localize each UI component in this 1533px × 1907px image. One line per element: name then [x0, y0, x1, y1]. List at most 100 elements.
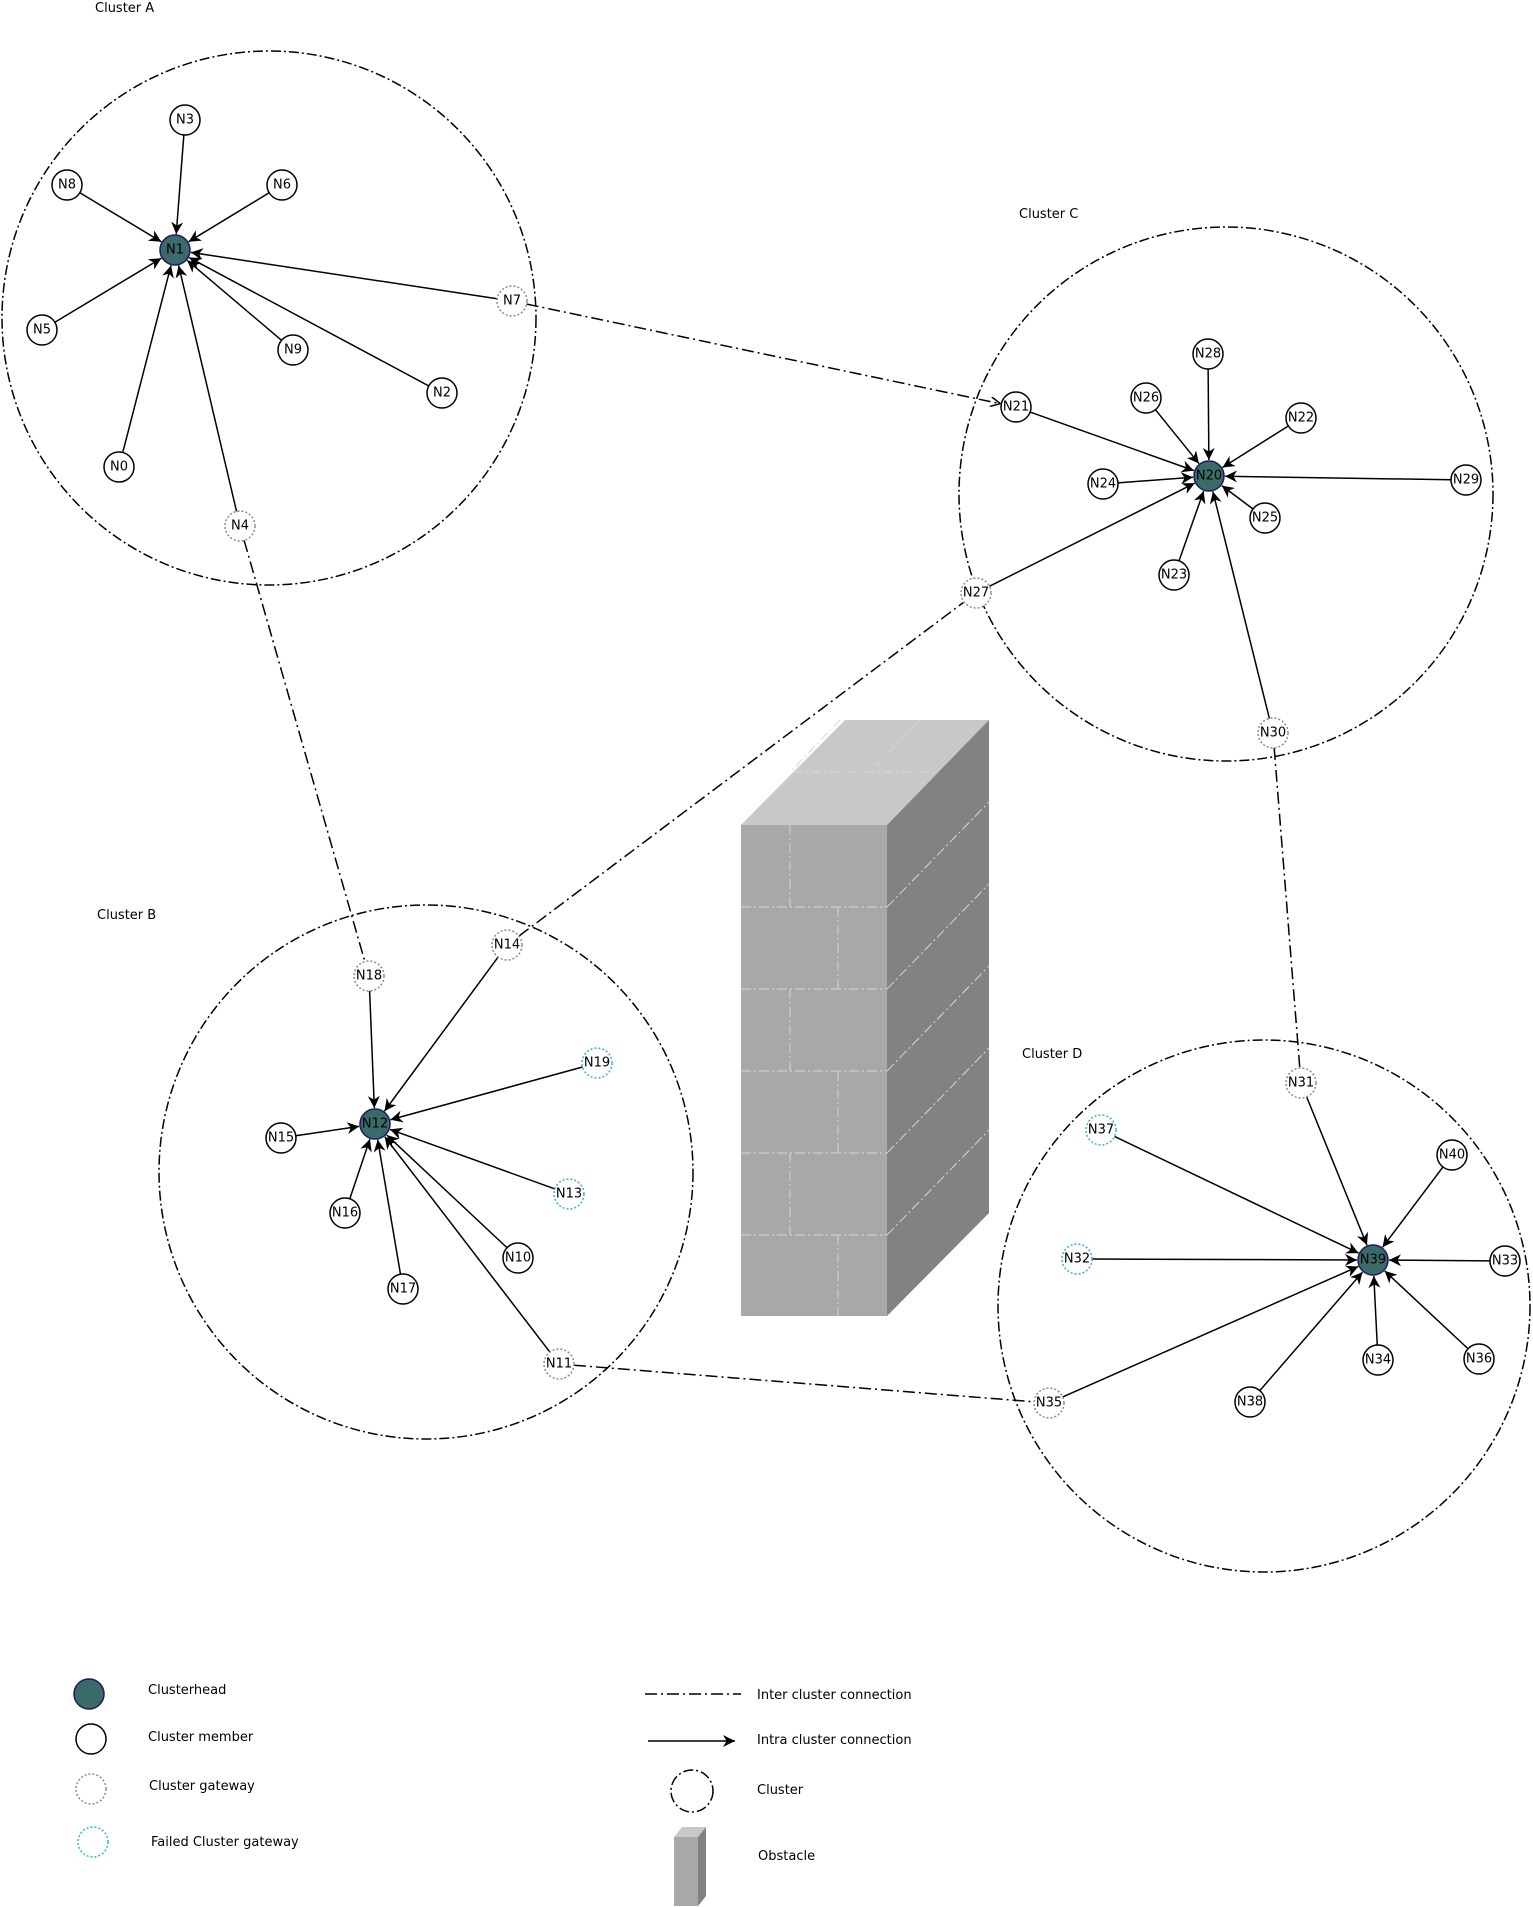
cluster-label-d: Cluster D	[1022, 1047, 1082, 1062]
node-n1: N1	[159, 234, 191, 266]
node-label: N12	[362, 1117, 388, 1132]
node-label: N38	[1237, 1395, 1263, 1410]
intra-edge-n25-n20	[1221, 485, 1254, 510]
node-label: N3	[176, 113, 194, 128]
intra-edge-n7-n1	[190, 248, 498, 300]
node-circle-failed	[581, 1047, 613, 1079]
node-circle-member	[1087, 468, 1119, 500]
node-circle-gateway	[1285, 1067, 1317, 1099]
node-label: N27	[963, 586, 989, 601]
intra-edge-n19-n12	[390, 1066, 583, 1123]
node-n15: N15	[265, 1122, 297, 1154]
node-label: N37	[1088, 1123, 1114, 1138]
intra-edge-n24-n20	[1117, 472, 1194, 485]
node-n32: N32	[1061, 1243, 1093, 1275]
node-n38: N38	[1234, 1386, 1266, 1418]
intra-edge-n38-n39	[1259, 1271, 1364, 1392]
node-n19: N19	[581, 1047, 613, 1079]
node-circle-member	[1000, 391, 1032, 423]
node-label: N11	[546, 1357, 572, 1372]
intra-edge-n10-n12	[386, 1134, 508, 1249]
intra-edge-n33-n39	[1388, 1254, 1491, 1267]
node-label: N34	[1365, 1353, 1391, 1368]
node-circle-member	[1158, 559, 1190, 591]
node-label: N26	[1133, 391, 1159, 406]
node-circle-member	[169, 104, 201, 136]
inter-cluster-connections	[243, 303, 1301, 1403]
node-circle-failed	[1061, 1243, 1093, 1275]
intra-cluster-connections	[54, 134, 1491, 1398]
legend-clusterhead-label: Clusterhead	[148, 1683, 226, 1698]
intra-edge-n23-n20	[1178, 490, 1206, 562]
node-circle-member	[502, 1242, 534, 1274]
intra-edge-n17-n12	[373, 1139, 402, 1275]
node-label: N13	[556, 1187, 582, 1202]
node-n8: N8	[51, 169, 83, 201]
node-circle-member	[1436, 1139, 1468, 1171]
node-n6: N6	[266, 169, 298, 201]
node-label: N8	[58, 178, 76, 193]
node-circle-member	[426, 377, 458, 409]
node-label: N40	[1439, 1148, 1465, 1163]
node-label: N21	[1003, 400, 1029, 415]
intra-edge-n3-n1	[171, 134, 185, 235]
node-n37: N37	[1085, 1114, 1117, 1146]
node-n28: N28	[1192, 338, 1224, 370]
node-n4: N4	[224, 510, 256, 542]
legend-inter-label: Inter cluster connection	[757, 1688, 912, 1703]
node-circle-failed	[553, 1178, 585, 1210]
cluster-label-a: Cluster A	[95, 1, 154, 16]
intra-edge-n22-n20	[1222, 425, 1289, 469]
legend-gateway-label: Cluster gateway	[149, 1779, 255, 1794]
node-circle-member	[387, 1273, 419, 1305]
legend-failed-gateway-label: Failed Cluster gateway	[151, 1835, 299, 1850]
node-n25: N25	[1249, 502, 1281, 534]
node-circle-gateway	[960, 577, 992, 609]
obstacle-brick-lines	[741, 719, 990, 1316]
intra-edge-n15-n12	[295, 1122, 360, 1137]
node-label: N17	[390, 1282, 416, 1297]
intra-edge-n14-n12	[383, 956, 499, 1112]
node-n5: N5	[26, 314, 58, 346]
node-label: N29	[1453, 473, 1479, 488]
node-label: N16	[332, 1206, 358, 1221]
node-n30: N30	[1257, 717, 1289, 749]
intra-edge-n13-n12	[389, 1127, 556, 1190]
node-n29: N29	[1450, 464, 1482, 496]
node-label: N30	[1260, 726, 1286, 741]
node-label: N2	[433, 386, 451, 401]
node-circle-gateway	[543, 1348, 575, 1380]
inter-edge-n30-n31	[1273, 747, 1301, 1068]
node-circle-gateway	[1257, 717, 1289, 749]
intra-edge-n4-n1	[175, 265, 238, 512]
intra-edge-n36-n39	[1384, 1270, 1469, 1350]
node-circle-gateway	[1033, 1387, 1065, 1419]
node-n3: N3	[169, 104, 201, 136]
intra-edge-n34-n39	[1368, 1275, 1381, 1346]
node-n7: N7	[496, 285, 528, 317]
node-n26: N26	[1130, 382, 1162, 414]
node-circle-member	[266, 169, 298, 201]
cluster-label-b: Cluster B	[97, 908, 156, 923]
intra-edge-n16-n12	[349, 1138, 372, 1200]
node-label: N25	[1252, 511, 1278, 526]
node-circle-member	[1450, 464, 1482, 496]
intra-edge-n2-n1	[188, 256, 430, 387]
intra-edge-n30-n20	[1209, 491, 1271, 719]
node-circle-member	[26, 314, 58, 346]
node-circle-gateway	[491, 929, 523, 961]
intra-edge-n35-n39	[1062, 1265, 1359, 1398]
node-circle-member	[51, 169, 83, 201]
cluster-boundary-c	[958, 226, 1494, 762]
node-n22: N22	[1285, 402, 1317, 434]
intra-edge-n40-n39	[1382, 1166, 1444, 1248]
inter-edge-n4-n18	[243, 540, 366, 961]
node-n21: N21	[1000, 391, 1032, 423]
intra-edge-n31-n39	[1305, 1096, 1369, 1246]
node-label: N23	[1161, 568, 1187, 583]
node-n35: N35	[1033, 1387, 1065, 1419]
node-label: N1	[166, 243, 184, 258]
node-label: N15	[268, 1131, 294, 1146]
legend-member-label: Cluster member	[148, 1730, 254, 1745]
node-circle-member	[1249, 502, 1281, 534]
